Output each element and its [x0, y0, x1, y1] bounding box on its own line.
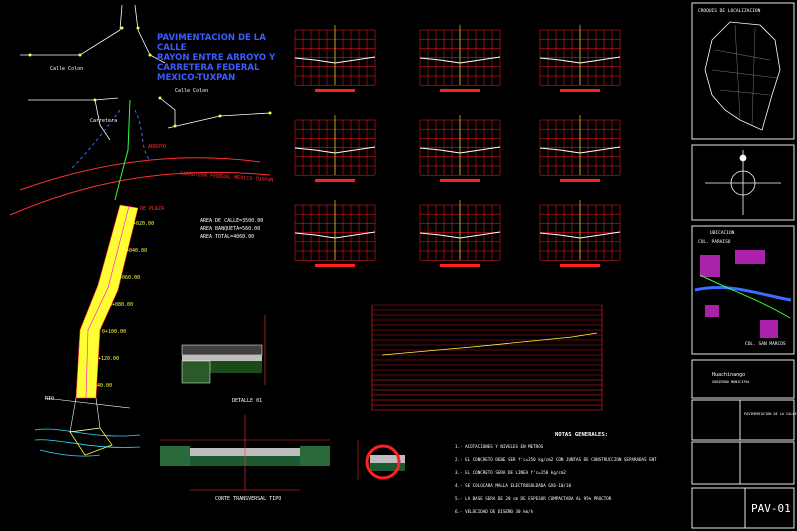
cross-section: [160, 415, 330, 491]
station-label: 0+040.00: [123, 248, 147, 254]
station-label: 0+020.00: [130, 221, 154, 227]
compass-icon: [705, 150, 781, 215]
note-line: 1.- ACOTACIONES Y NIVELES EN METROS: [455, 444, 544, 449]
profile-grid: [419, 25, 501, 92]
street-label-3: Carretera: [90, 118, 117, 124]
company-name: Huachinango: [712, 372, 745, 378]
detail-label: DETALLE 01: [232, 398, 262, 404]
note-line: 2.- EL CONCRETO DEBE SER f'c=250 kg/cm2 …: [455, 457, 657, 462]
profile-grid: [539, 115, 621, 182]
street-label-1: Calle Colon: [50, 66, 83, 72]
note-line: 5.- LA BASE SERA DE 20 cm DE ESPESOR COM…: [455, 496, 612, 501]
area-line-3: AREA TOTAL=4060.00: [200, 234, 254, 240]
map-label-1: COL. PARAISO: [698, 239, 731, 245]
notes-title: NOTAS GENERALES:: [555, 432, 608, 438]
area-line-1: AREA DE CALLE=3500.00: [200, 218, 263, 224]
sheet-text: CROQUIS DE LOCALIZACION UBICACION COL. P…: [698, 8, 797, 515]
project-name: PAVIMENTACION DE LA CALLE RAYON: [744, 412, 797, 416]
sheet-code: PAV-01: [751, 502, 791, 515]
curb-detail: [357, 440, 405, 480]
title-line-1: PAVIMENTACION DE LA CALLE: [157, 33, 266, 53]
notes: NOTAS GENERALES: 1.- ACOTACIONES Y NIVEL…: [455, 432, 657, 514]
title-line-2: RAYON ENTRE ARROYO Y: [157, 53, 276, 63]
orientation-title: UBICACION: [710, 230, 735, 236]
note-line: 6.- VELOCIDAD DE DISEÑO 30 km/h: [455, 509, 534, 514]
station-labels: 0+020.00 0+040.00 0+060.00 0+080.00 0+100.00…: [88, 221, 154, 389]
street-label-2: Calle Colon: [175, 88, 208, 94]
drawing-title: PAVIMENTACION DE LA CALLE RAYON ENTRE AR…: [157, 33, 297, 83]
map-label-2: COL. SAN MARCOS: [745, 341, 786, 347]
title-line-3: CARRETERA FEDERAL: [157, 63, 260, 73]
company-sub: GOBIERNO MUNICIPAL: [712, 380, 750, 384]
profile-grids: [294, 25, 621, 267]
longitudinal-profile: [371, 304, 603, 411]
section-label: CORTE TRANSVERSAL TIPO: [215, 496, 281, 502]
title-block: [691, 2, 795, 529]
profile-grid: [294, 115, 376, 182]
profile-grid: [539, 200, 621, 267]
street-dots: [28, 26, 272, 128]
station-label: 0+080.00: [109, 302, 133, 308]
note-line: 4.- SE COLOCARA MALLA ELECTROSOLDADA 6X6…: [455, 483, 571, 488]
detail-01: [181, 315, 266, 385]
station-label: 0+120.00: [95, 356, 119, 362]
station-label: 0+100.00: [102, 329, 126, 335]
profile-grid: [294, 25, 376, 92]
plan-text: Calle Colon Calle Colon Carretera ARROYO…: [45, 66, 281, 502]
profile-grid: [419, 115, 501, 182]
area-line-2: AREA BANQUETA=560.00: [200, 226, 260, 232]
road-centerline: [85, 205, 130, 399]
profile-grid: [539, 25, 621, 92]
highway-lines: [9, 157, 271, 216]
river-label: RIO: [45, 396, 54, 402]
profile-grid: [294, 200, 376, 267]
title-line-4: MEXICO-TUXPAN: [157, 73, 236, 83]
location-map-blocks: [694, 250, 792, 338]
start-label: DE PLAZA: [140, 206, 164, 212]
station-label: 0+140.00: [88, 383, 112, 389]
note-line: 3.- EL CONCRETO SERA DE LINEA f'c=150 kg…: [455, 470, 566, 475]
location-title: CROQUIS DE LOCALIZACION: [698, 8, 761, 14]
profile-grid: [419, 200, 501, 267]
arroyo-lines: [69, 109, 151, 171]
station-label: 0+060.00: [116, 275, 140, 281]
locality-map-outline: [704, 21, 781, 131]
access-line: [114, 99, 131, 201]
river: [34, 428, 141, 457]
arroyo-label: ARROYO: [148, 144, 166, 150]
locality-streets: [711, 24, 779, 126]
